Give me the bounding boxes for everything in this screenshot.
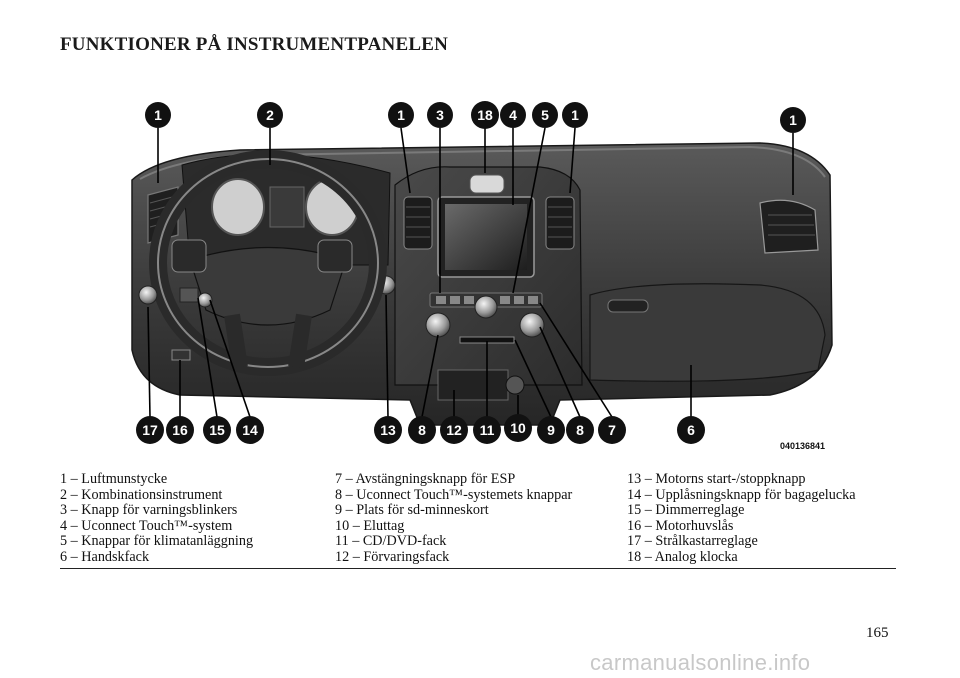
climate-knob-right (519, 312, 545, 338)
callout-top-4-num: 3 (436, 107, 444, 123)
callout-top-3-num: 1 (397, 107, 405, 123)
callout-bottom-8b (566, 416, 594, 444)
callout-top-7-num: 5 (541, 107, 549, 123)
callout-bottom-12-num: 12 (446, 422, 462, 438)
callout-bottom-8a-num: 8 (418, 422, 426, 438)
legend-item: 1 – Luftmunstycke (60, 471, 168, 487)
callout-top-7 (532, 102, 558, 128)
legend-item: 5 – Knappar för klimatanläggning (60, 533, 254, 550)
headlamp-switch (138, 285, 158, 305)
callout-top-8 (562, 102, 588, 128)
callout-bottom-9 (537, 416, 565, 444)
callout-bottom-17 (136, 416, 164, 444)
callout-top-5 (471, 101, 499, 129)
callout-bottom-14-num: 14 (242, 422, 258, 438)
legend-item: 14 – Upplåsningsknapp för bagagelucka (627, 486, 856, 503)
callout-top-4 (427, 102, 453, 128)
callout-bottom-8a (408, 416, 436, 444)
callout-bottom-15 (203, 416, 231, 444)
legend-item: 2 – Kombinationsinstrument (60, 486, 223, 503)
callout-bottom-17-num: 17 (142, 422, 158, 438)
cluster-center-display (269, 186, 305, 228)
dashboard-illustration: 1 2 1 3 18 4 5 1 1 17 16 15 (120, 95, 840, 460)
legend-item: 8 – Uconnect Touch™-systemets knappar (335, 486, 573, 503)
storage-bin (437, 369, 509, 401)
callout-bottom-6-num: 6 (687, 422, 695, 438)
callouts-top: 1 2 1 3 18 4 5 1 1 (145, 101, 806, 133)
callout-bottom-12 (440, 416, 468, 444)
trunk-release-button (197, 292, 213, 308)
callout-bottom-11-num: 11 (480, 422, 495, 438)
callout-top-1 (145, 102, 171, 128)
callout-bottom-7-num: 7 (608, 422, 616, 438)
hood-release (171, 349, 191, 361)
callout-bottom-13 (374, 416, 402, 444)
legend-item: 9 – Plats för sd-minneskort (335, 502, 489, 519)
callout-top-3 (388, 102, 414, 128)
callout-bottom-15-num: 15 (209, 422, 225, 438)
legend-item: 4 – Uconnect Touch™-system (60, 517, 233, 534)
legend-item: 15 – Dimmerreglage (627, 502, 745, 519)
callout-top-8-num: 1 (571, 107, 579, 123)
page-number: 165 (866, 625, 889, 641)
glovebox-handle (607, 299, 649, 313)
callout-top-2-num: 2 (266, 107, 274, 123)
callout-top-6-num: 4 (509, 107, 517, 123)
center-knob (474, 295, 498, 319)
callout-top-9-num: 1 (789, 112, 797, 128)
callout-bottom-8b-num: 8 (576, 422, 584, 438)
cluster-gauge-left (211, 178, 265, 236)
callout-top-1-num: 1 (154, 107, 162, 123)
legend-column-1: 1 – Luftmunstycke 2 – Kombinationsinstru… (60, 471, 335, 566)
callout-bottom-6 (677, 416, 705, 444)
callout-top-5-num: 18 (477, 107, 493, 123)
climate-knob-left (425, 312, 451, 338)
callout-top-6 (500, 102, 526, 128)
legend-item: 10 – Eluttag (335, 517, 405, 534)
divider-rule (60, 568, 896, 569)
callout-bottom-13-num: 13 (380, 422, 396, 438)
legend-item: 7 – Avstängningsknapp för ESP (335, 471, 516, 487)
callout-bottom-16 (166, 416, 194, 444)
uconnect-screen (445, 204, 527, 270)
center-vent-left (403, 196, 433, 250)
legend-item: 16 – Motorhuvslås (627, 517, 734, 534)
legend-item: 18 – Analog klocka (627, 548, 738, 565)
legend-item: 17 – Strålkastarreglage (627, 533, 758, 550)
callout-top-2 (257, 102, 283, 128)
right-air-vent (759, 199, 819, 254)
callout-bottom-9-num: 9 (547, 422, 555, 438)
figure-code: 040136841 (780, 441, 825, 451)
legend-item: 11 – CD/DVD-fack (335, 533, 447, 550)
dimmer-switch (179, 287, 199, 303)
callout-bottom-11 (473, 416, 501, 444)
wheel-controls-right (317, 239, 353, 273)
wheel-controls-left (171, 239, 207, 273)
callout-bottom-7 (598, 416, 626, 444)
legend-column-3: 13 – Motorns start-/stoppknapp 14 – Uppl… (627, 471, 900, 566)
legend-item: 3 – Knapp för varningsblinkers (60, 502, 238, 519)
callout-bottom-14 (236, 416, 264, 444)
watermark[interactable]: carmanualsonline.info (590, 650, 811, 675)
callouts-bottom: 17 16 15 14 13 8 12 11 10 9 8 7 6 (136, 414, 705, 444)
callout-bottom-10 (504, 414, 532, 442)
glovebox (589, 283, 826, 382)
legend: 1 – Luftmunstycke 2 – Kombinationsinstru… (60, 471, 900, 566)
callout-top-9 (780, 107, 806, 133)
callout-bottom-10-num: 10 (510, 420, 526, 436)
page-title: FUNKTIONER PÅ INSTRUMENTPANELEN (60, 34, 448, 55)
legend-item: 13 – Motorns start-/stoppknapp (627, 471, 806, 487)
leader-lines (147, 127, 794, 418)
center-vent-right (545, 196, 575, 250)
power-outlet (505, 375, 525, 395)
dashboard-svg: 1 2 1 3 18 4 5 1 1 17 16 15 (131, 101, 833, 451)
callout-bottom-16-num: 16 (172, 422, 188, 438)
legend-column-2: 7 – Avstängningsknapp för ESP 8 – Uconne… (335, 471, 627, 566)
legend-item: 6 – Handskfack (60, 548, 150, 565)
legend-item: 12 – Förvaringsfack (335, 548, 450, 565)
analog-clock (469, 174, 505, 194)
